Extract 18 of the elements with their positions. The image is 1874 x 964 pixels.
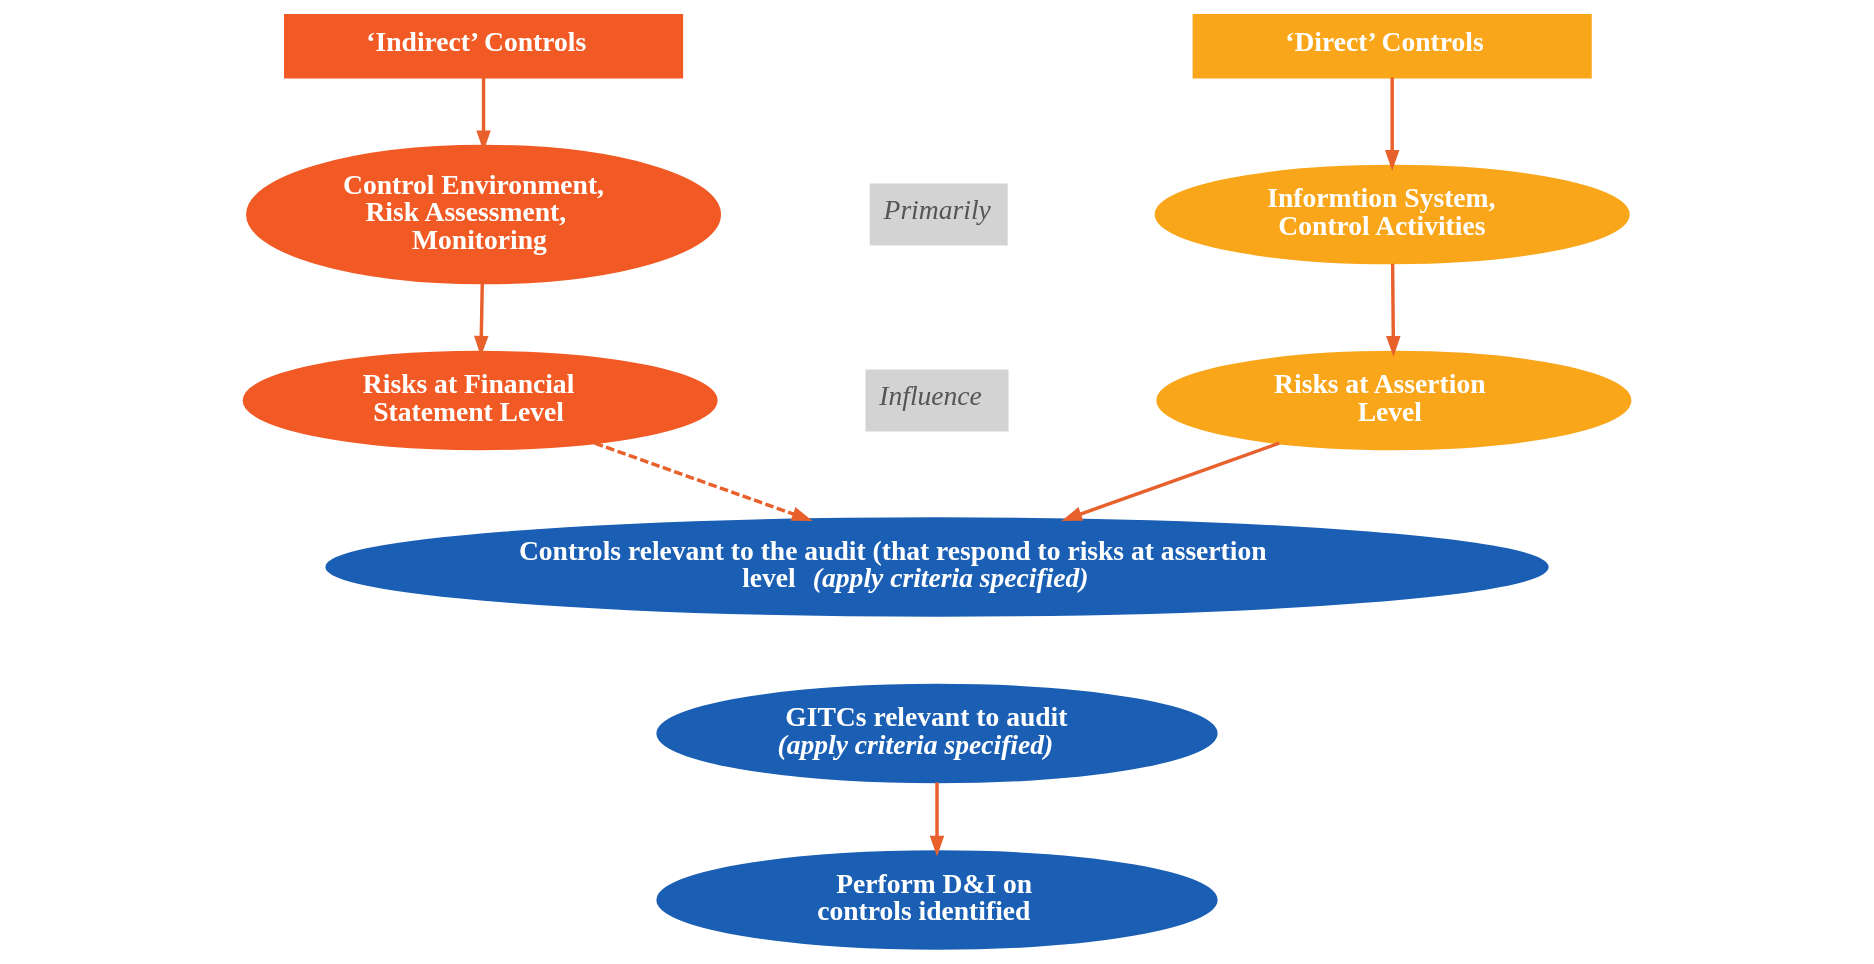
node-ellipse: Informtion System, Control Activities [1154,164,1630,265]
label: Influence [879,380,982,412]
arrow [1386,263,1401,357]
arrow [1061,441,1280,521]
node-ellipse: GITCs relevant to audit (apply criteria specified) [656,683,1218,784]
arrow [474,283,489,357]
arrow [594,441,813,521]
arrow [929,782,945,857]
node-ellipse: Control Environment, Risk Assessment, Monitoring [246,144,722,285]
node-ellipse: Controls relevant to the audit (that respond to risks at assertion level (apply criteria specified) [325,517,1549,617]
node-ellipse: Perform D&I on controls identified [656,850,1218,950]
node-box: ‘Direct’ Controls [1192,13,1592,79]
node-box: ‘Indirect’ Controls [284,13,684,79]
arrow [1384,77,1400,171]
node-ellipse: Risks at Financial Statement Level [242,350,718,451]
arrow [476,77,491,152]
label: Primarily [883,194,991,226]
node-ellipse: Risks at Assertion Level [1156,350,1632,451]
